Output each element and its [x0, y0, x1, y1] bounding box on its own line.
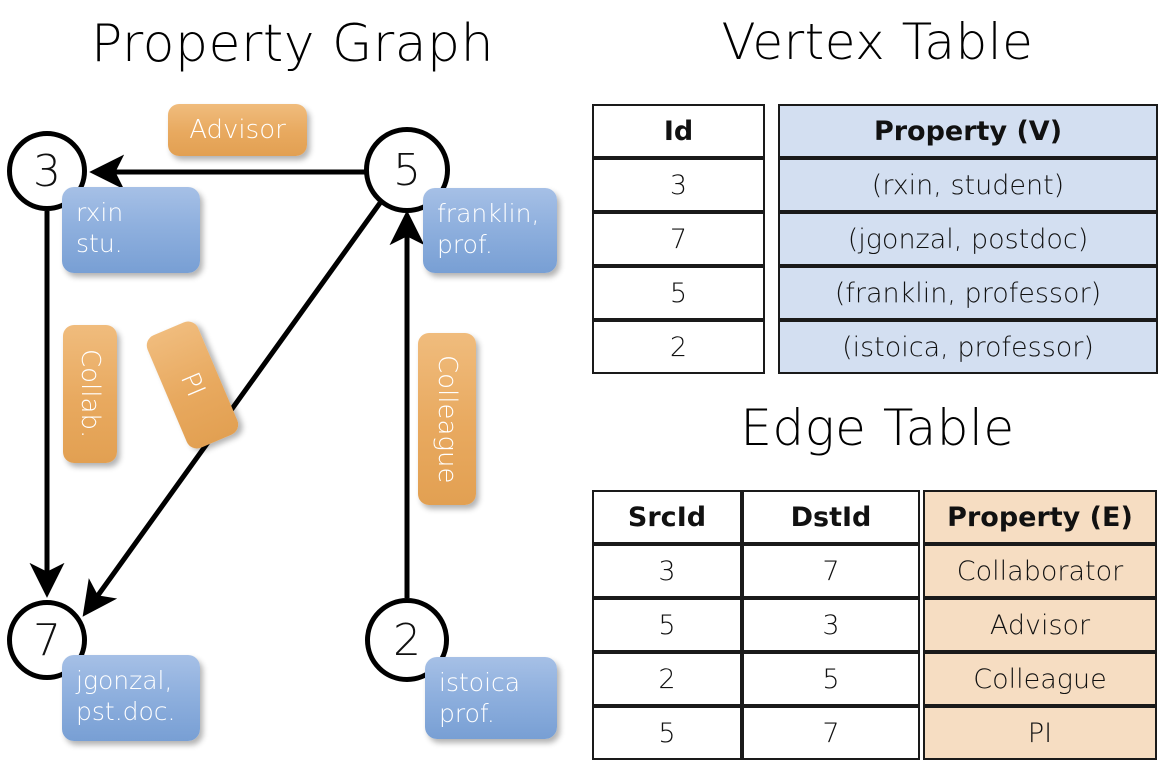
node-property-7-line1: jgonzal,	[76, 666, 173, 695]
node-property-3-line2: stu.	[76, 229, 123, 258]
vertex-table-id-column: Id 3 7 5 2	[592, 104, 765, 374]
edge-table-srcid-column: SrcId 3 5 2 5	[592, 490, 742, 760]
edge-table-dstid-column: DstId 7 3 5 7	[742, 490, 920, 760]
vertex-row-2-property: (franklin, professor)	[778, 266, 1158, 320]
vertex-table-header-id: Id	[592, 104, 765, 158]
table-header-row: Property (E)	[923, 490, 1157, 544]
vertex-table-property-column: Property (V) (rxin, student) (jgonzal, p…	[778, 104, 1158, 374]
property-graph-panel: Property Graph 3 5 7 2 rxin stu. frankli…	[7, 14, 557, 741]
edge-table-header-dstid: DstId	[742, 490, 920, 544]
edge-table-header-srcid: SrcId	[592, 490, 742, 544]
edge-row-1-property: Advisor	[923, 598, 1157, 652]
table-row[interactable]: 7	[742, 706, 920, 760]
edge-table-header-property: Property (E)	[923, 490, 1157, 544]
table-header-row: DstId	[742, 490, 920, 544]
edge-table-panel: Edge Table	[585, 390, 1170, 760]
edge-row-0-dstid: 7	[742, 544, 920, 598]
table-row[interactable]: (franklin, professor)	[778, 266, 1158, 320]
node-property-2-line1: istoica	[439, 668, 521, 697]
node-property-5-line1: franklin,	[437, 199, 540, 228]
table-row[interactable]: 5	[592, 598, 742, 652]
vertex-row-1-id: 7	[592, 212, 765, 266]
table-row[interactable]: 3	[742, 598, 920, 652]
vertex-row-2-id: 5	[592, 266, 765, 320]
edge-label-advisor: Advisor	[168, 104, 307, 156]
table-row[interactable]: Advisor	[923, 598, 1157, 652]
edge-label-advisor-text: Advisor	[189, 115, 286, 145]
edge-label-pi-text: PI	[174, 368, 211, 402]
table-row[interactable]: PI	[923, 706, 1157, 760]
page-title-property-graph: Property Graph	[90, 14, 495, 74]
edge-row-3-property: PI	[923, 706, 1157, 760]
vertex-row-3-property: (istoica, professor)	[778, 320, 1158, 374]
graph-node-5-label: 5	[393, 144, 421, 196]
edge-line-5-to-7	[82, 201, 383, 617]
vertex-row-3-id: 2	[592, 320, 765, 374]
edge-table-property-column: Property (E) Collaborator Advisor Collea…	[923, 490, 1157, 760]
page-title-vertex-table: Vertex Table	[721, 13, 1034, 71]
vertex-row-0-id: 3	[592, 158, 765, 212]
table-row[interactable]: 5	[742, 652, 920, 706]
vertex-table-panel: Vertex Table	[585, 0, 1170, 390]
edge-label-colleague: Colleague	[418, 333, 476, 505]
node-property-box-5: franklin, prof.	[423, 188, 557, 273]
table-row[interactable]: (istoica, professor)	[778, 320, 1158, 374]
vertex-row-0-property: (rxin, student)	[778, 158, 1158, 212]
table-row[interactable]: (rxin, student)	[778, 158, 1158, 212]
table-row[interactable]: 7	[742, 544, 920, 598]
graph-edges-svg	[29, 154, 425, 617]
graph-node-2-label: 2	[393, 614, 421, 666]
node-property-7-line2: pst.doc.	[76, 697, 176, 726]
table-header-row: Id	[592, 104, 765, 158]
edge-row-3-srcid: 5	[592, 706, 742, 760]
table-row[interactable]: 3	[592, 158, 765, 212]
edge-label-colleague-text: Colleague	[432, 354, 462, 484]
vertex-row-1-property: (jgonzal, postdoc)	[778, 212, 1158, 266]
edge-row-0-srcid: 3	[592, 544, 742, 598]
table-row[interactable]: Collaborator	[923, 544, 1157, 598]
node-property-5-line2: prof.	[437, 230, 493, 259]
edge-row-3-dstid: 7	[742, 706, 920, 760]
graph-node-2[interactable]: 2	[365, 598, 449, 682]
node-property-box-7: jgonzal, pst.doc.	[62, 655, 200, 741]
node-property-3-line1: rxin	[76, 198, 124, 227]
graph-node-7-label: 7	[33, 614, 61, 666]
table-header-row: SrcId	[592, 490, 742, 544]
table-row[interactable]: Colleague	[923, 652, 1157, 706]
edge-label-collab: Collab.	[63, 325, 117, 463]
node-property-box-3: rxin stu.	[62, 187, 200, 273]
edge-row-2-property: Colleague	[923, 652, 1157, 706]
edge-row-1-srcid: 5	[592, 598, 742, 652]
vertex-table-header-property: Property (V)	[778, 104, 1158, 158]
node-property-2-line2: prof.	[439, 699, 495, 728]
table-header-row: Property (V)	[778, 104, 1158, 158]
page-title-edge-table: Edge Table	[740, 399, 1015, 457]
edge-row-2-dstid: 5	[742, 652, 920, 706]
edge-row-1-dstid: 3	[742, 598, 920, 652]
table-row[interactable]: (jgonzal, postdoc)	[778, 212, 1158, 266]
node-property-box-2: istoica prof.	[425, 657, 557, 739]
table-row[interactable]: 7	[592, 212, 765, 266]
edge-row-0-property: Collaborator	[923, 544, 1157, 598]
table-row[interactable]: 3	[592, 544, 742, 598]
table-row[interactable]: 5	[592, 706, 742, 760]
edge-label-collab-text: Collab.	[75, 349, 105, 439]
graph-node-3-label: 3	[33, 145, 61, 197]
table-row[interactable]: 5	[592, 266, 765, 320]
table-row[interactable]: 2	[592, 652, 742, 706]
edge-row-2-srcid: 2	[592, 652, 742, 706]
table-row[interactable]: 2	[592, 320, 765, 374]
